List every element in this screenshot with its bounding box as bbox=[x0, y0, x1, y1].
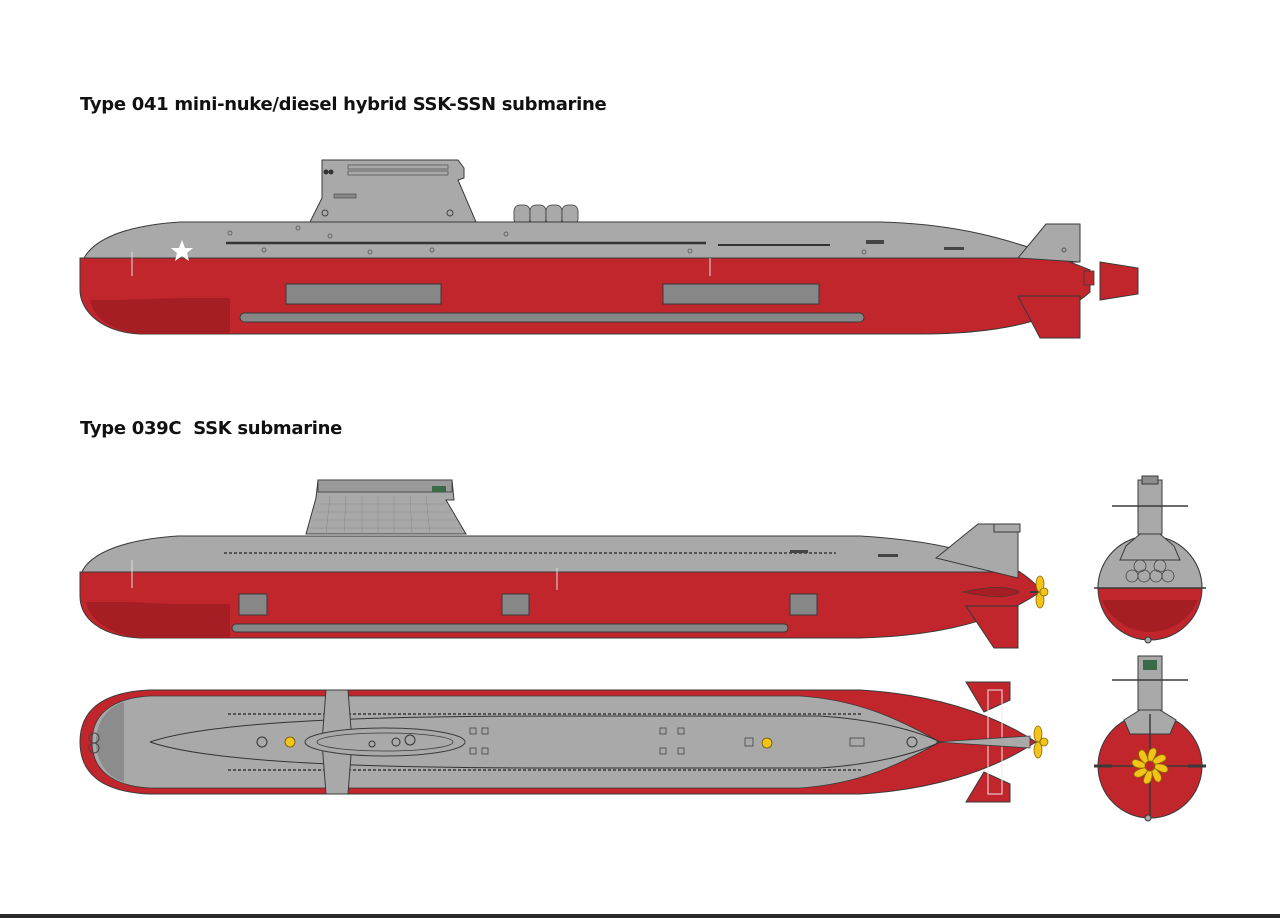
rear-propeller-icon bbox=[1131, 747, 1169, 785]
type039c-front-view bbox=[1094, 475, 1206, 644]
type039c-top-propeller bbox=[1033, 725, 1049, 759]
star-emblem bbox=[171, 240, 193, 261]
type039c-rear-view bbox=[1094, 655, 1206, 822]
type039c-side-profile bbox=[79, 479, 1049, 649]
type039c-sail bbox=[305, 479, 467, 535]
bottom-border bbox=[0, 914, 1280, 918]
type041-missile-humps bbox=[513, 204, 579, 226]
type041-sail bbox=[309, 159, 477, 223]
type039c-title: Type 039C SSK submarine bbox=[80, 418, 343, 439]
type039c-top-view bbox=[79, 681, 1049, 803]
type041-title: Type 041 mini-nuke/diesel hybrid SSK-SSN… bbox=[80, 94, 607, 115]
type039c-side-propeller bbox=[1030, 575, 1049, 609]
type041-side-profile bbox=[79, 159, 1139, 339]
